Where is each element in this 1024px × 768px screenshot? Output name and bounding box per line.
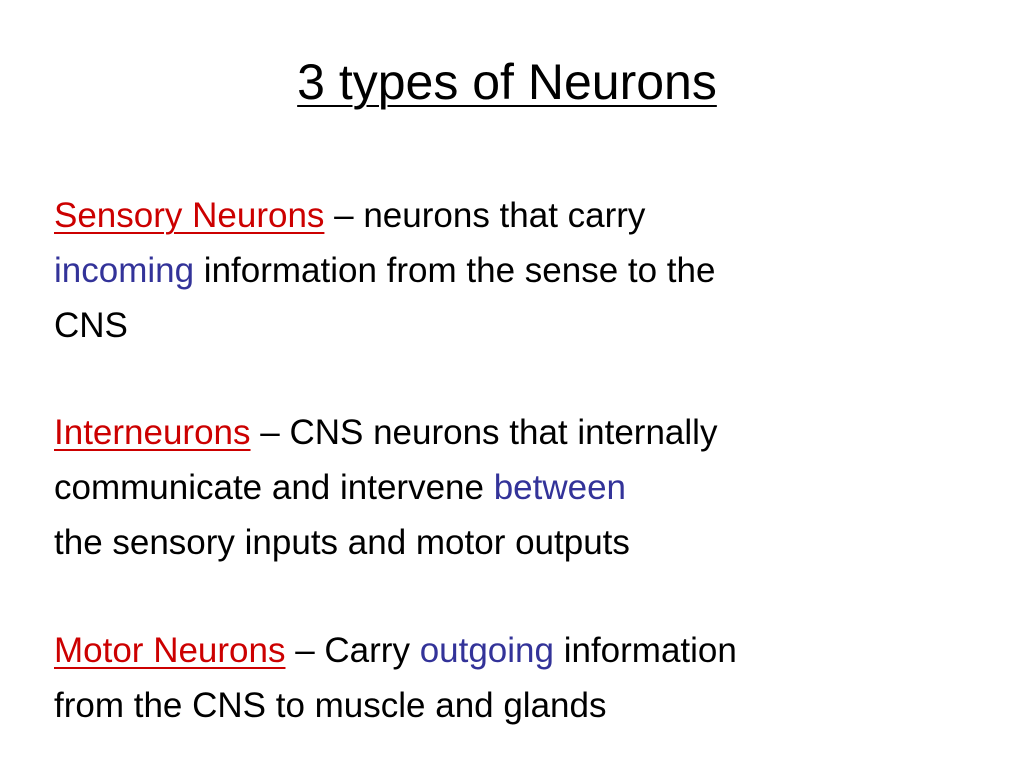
slide-title: 3 types of Neurons — [0, 52, 1014, 112]
definition-text: – neurons that carry — [324, 196, 646, 235]
definition-text: from the CNS to muscle and glands — [54, 686, 607, 725]
definition-text: information — [553, 631, 737, 670]
definition-text: information from the sense to the — [194, 251, 716, 290]
definition-motor-neurons: Motor Neurons – Carry outgoing informati… — [54, 623, 1004, 733]
definition-line: communicate and intervene between — [54, 460, 1004, 515]
definition-line: CNS — [54, 298, 1004, 353]
definition-text: – CNS neurons that internally — [250, 413, 718, 452]
definition-text: CNS — [54, 306, 128, 345]
definition-line: incoming information from the sense to t… — [54, 243, 1004, 298]
definition-line: from the CNS to muscle and glands — [54, 678, 1004, 733]
definition-sensory-neurons: Sensory Neurons – neurons that carry inc… — [54, 188, 1004, 353]
keyword-outgoing: outgoing — [419, 631, 554, 670]
definition-interneurons: Interneurons – CNS neurons that internal… — [54, 405, 1004, 570]
definition-line: Interneurons – CNS neurons that internal… — [54, 405, 1004, 460]
term-sensory-neurons: Sensory Neurons — [54, 196, 325, 235]
definition-line: Sensory Neurons – neurons that carry — [54, 188, 1004, 243]
definition-text: communicate and intervene — [54, 468, 494, 507]
keyword-incoming: incoming — [54, 251, 195, 290]
keyword-between: between — [493, 468, 627, 507]
definition-line: Motor Neurons – Carry outgoing informati… — [54, 623, 1004, 678]
definition-text: the sensory inputs and motor outputs — [54, 523, 630, 562]
slide-title-text: 3 types of Neurons — [297, 54, 717, 110]
definition-line: the sensory inputs and motor outputs — [54, 515, 1004, 570]
term-motor-neurons: Motor Neurons — [54, 631, 286, 670]
definition-text: – Carry — [285, 631, 420, 670]
term-interneurons: Interneurons — [54, 413, 251, 452]
